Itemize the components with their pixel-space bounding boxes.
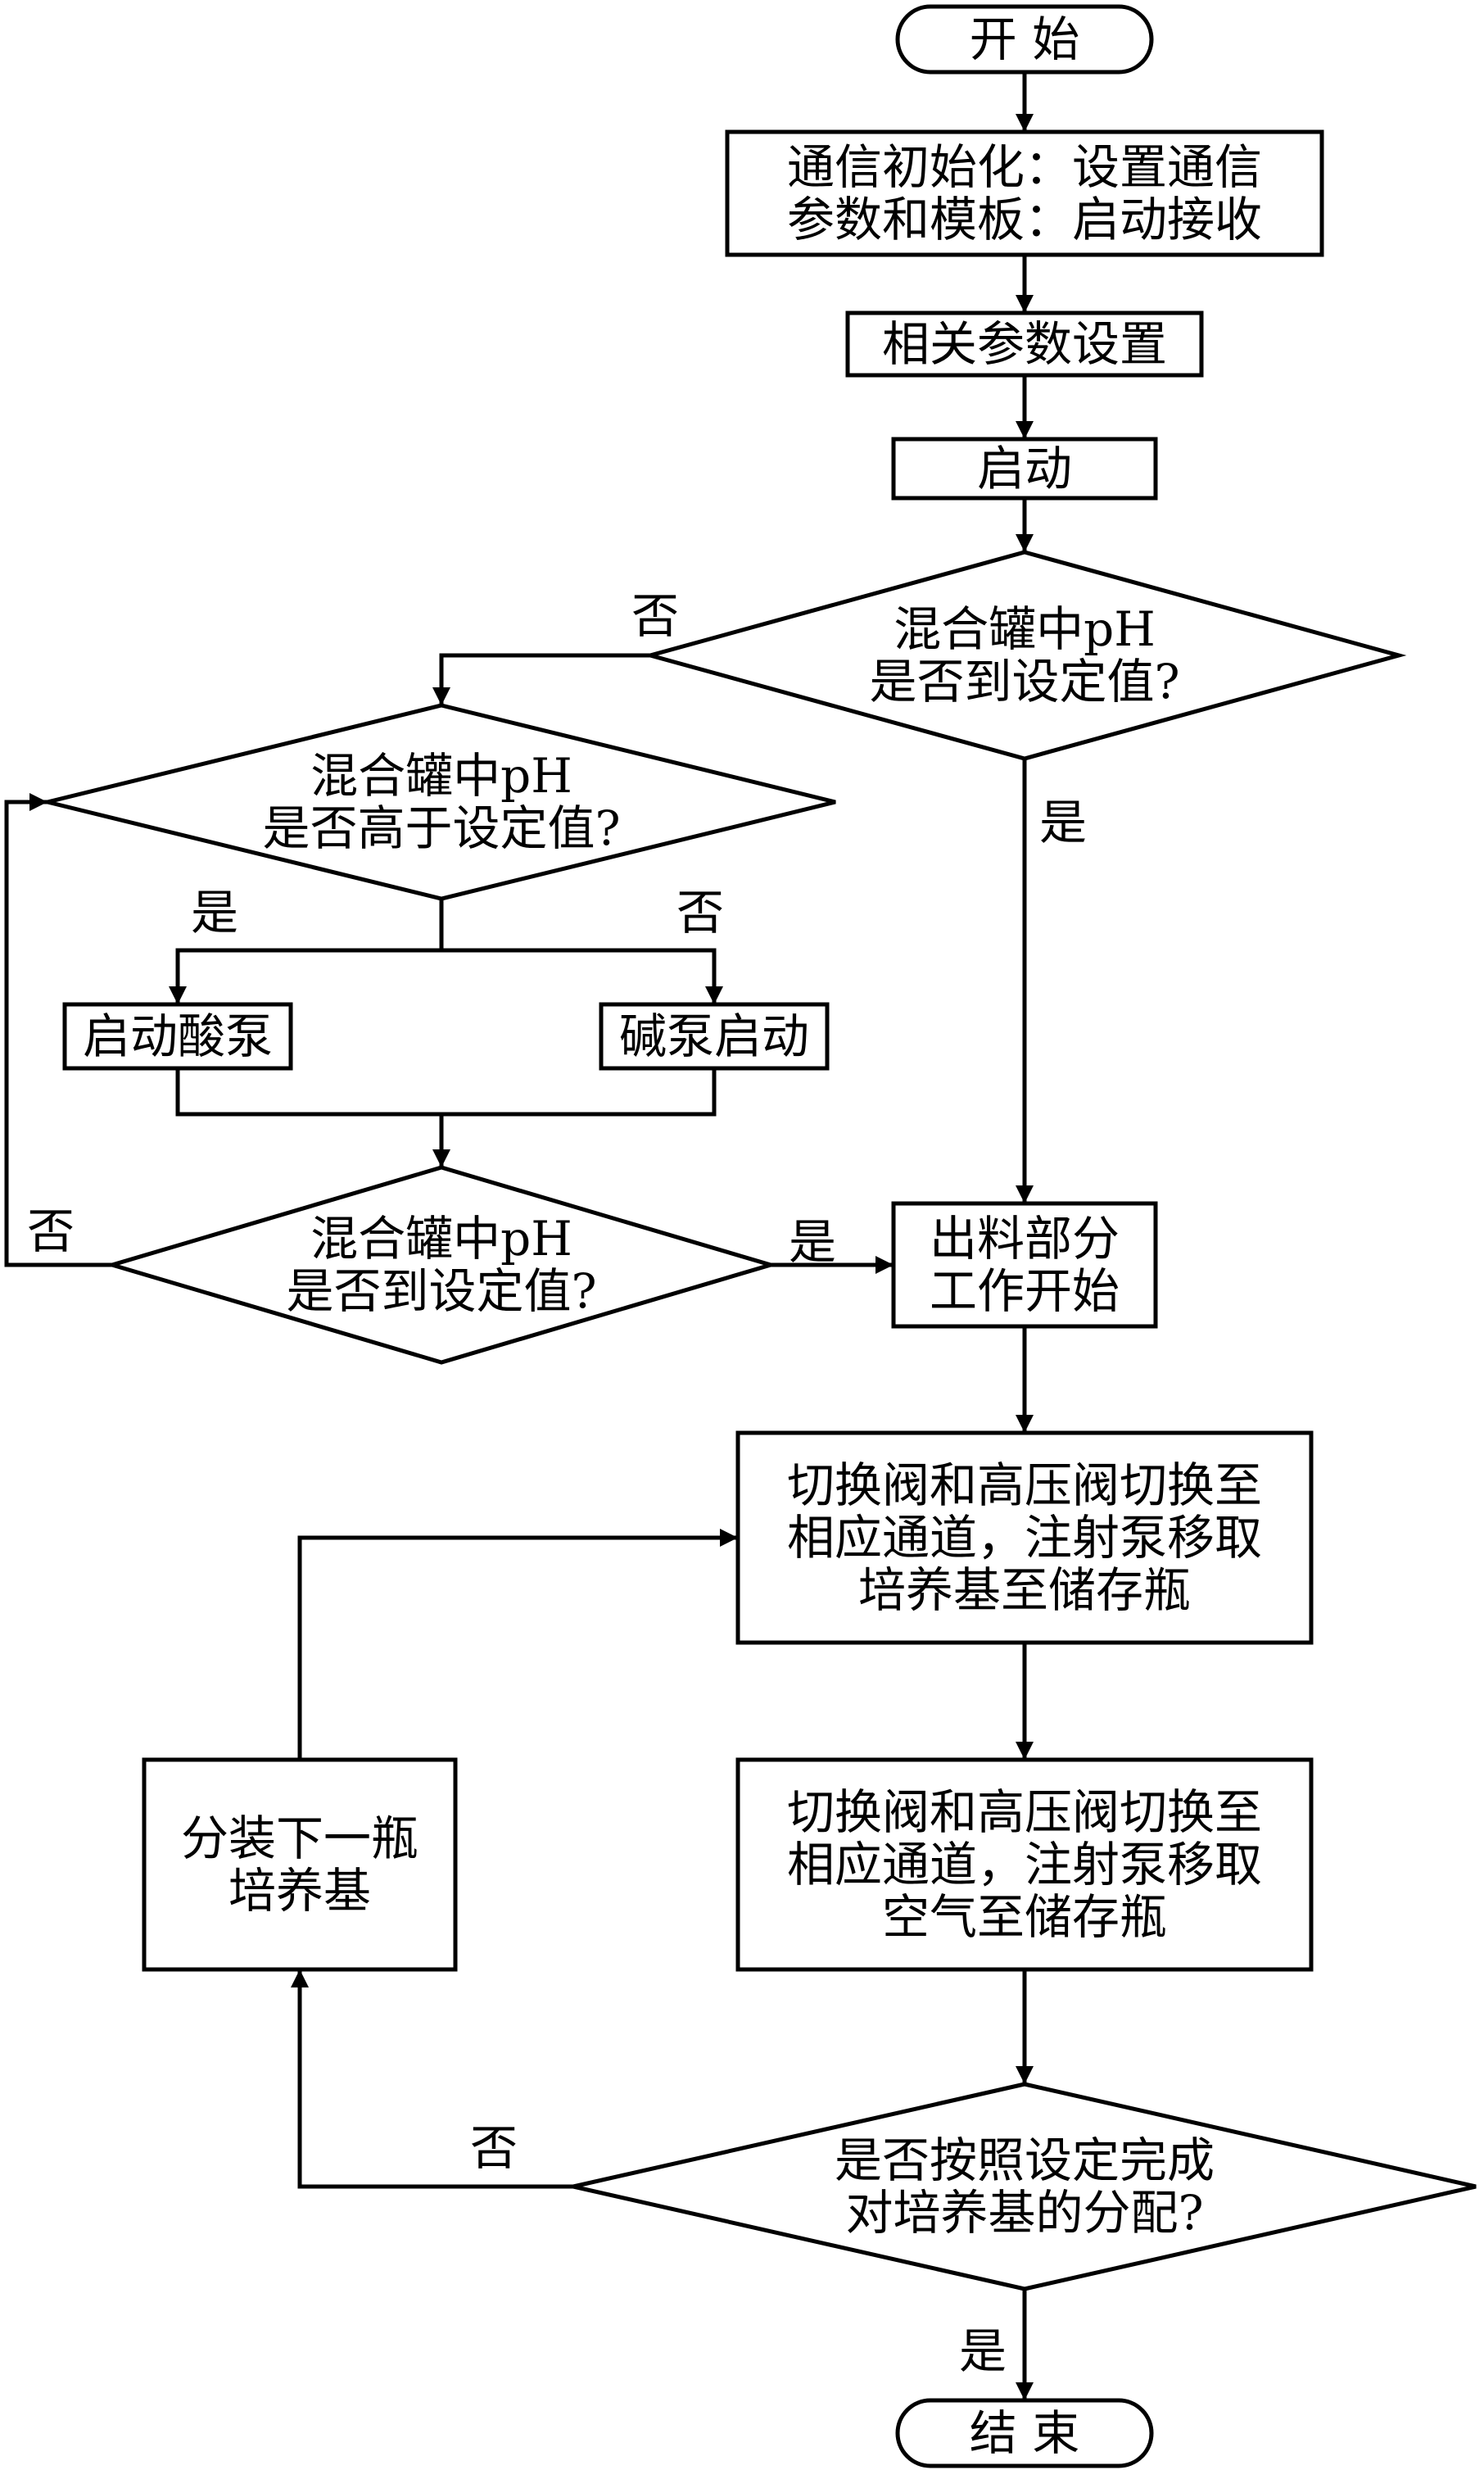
edge-check2-no-arrowhead [705,986,723,1004]
init-text: 通信初始化：设置通信 [787,139,1262,195]
step1-text: 相应通道，注射泵移取 [787,1510,1262,1566]
edge-next-step1 [297,1535,738,1760]
edge-check2-no [441,948,717,1004]
edge-check3-no [4,800,112,1267]
edge-step1-step2-arrowhead [1016,1742,1034,1760]
check2-text: 是否高于设定值? [262,800,620,856]
step1-text: 培养基至储存瓶 [858,1562,1191,1618]
edge-init-params-arrowhead [1016,295,1034,313]
acid-node [62,1002,293,1071]
edge-check2-yes-arrowhead [169,986,187,1004]
step2-text: 切换阀和高压阀切换至 [787,1784,1262,1840]
discharge-text: 工作开始 [930,1263,1120,1319]
next-text: 培养基 [228,1863,371,1919]
edge-step2-check4-arrowhead [1016,2066,1034,2084]
edge-check1-no-arrowhead [432,687,450,705]
check4-text: 对培养基的分配? [845,2185,1203,2241]
check1-node [642,550,1407,761]
edge-check3-yes-arrowhead [875,1256,894,1274]
edge-next-step1-arrowhead [720,1529,738,1547]
check4-text: 是否按照设定完成 [835,2132,1215,2188]
edge-check4-no-arrowhead [291,1969,309,1987]
end-node [895,2398,1154,2468]
edge-check1-yes-arrowhead [1016,1185,1034,1203]
params-text: 相关参数设置 [882,316,1167,372]
step1-text: 切换阀和高压阀切换至 [787,1457,1262,1513]
edge-label-c2-no: 否 [676,885,724,940]
check3-text: 混合罐中pH [310,1211,572,1267]
check1-text: 混合罐中pH [894,601,1156,657]
edge-label-c1-yes: 是 [1039,795,1087,850]
step2-text: 相应通道，注射泵移取 [787,1837,1262,1892]
params-node [845,310,1204,378]
check1-text: 是否到设定值? [869,654,1179,709]
edge-check1-no [439,653,650,705]
acid-text: 启动酸泵 [83,1008,273,1064]
edge-label-c4-no: 否 [470,2120,518,2176]
discharge-node [891,1201,1158,1329]
step1-node [735,1430,1314,1645]
check3-node [105,1165,778,1365]
edge-label-c3-no: 否 [27,1203,75,1259]
edge-check3-no-arrowhead [29,793,48,811]
discharge-text: 出料部分 [930,1211,1120,1267]
check4-node [572,2082,1477,2291]
base-text: 碱泵启动 [619,1008,809,1064]
edge-start-init-arrowhead [1016,114,1034,132]
next-node [142,1757,458,1972]
next-text: 分装下一瓶 [181,1811,419,1866]
edge-label-c4-yes: 是 [959,2323,1007,2379]
edge-check4-yes-arrowhead [1016,2382,1034,2400]
edge-label-c3-yes: 是 [789,1214,836,1270]
launch-text: 启动 [977,441,1072,496]
step2-node [735,1757,1314,1972]
start-text: 开 始 [970,11,1079,67]
edge-launch-check1-arrowhead [1016,534,1034,552]
start-node [895,4,1154,75]
edge-params-launch-arrowhead [1016,421,1034,439]
edge-acid-merge [175,1068,717,1117]
check2-text: 混合罐中pH [310,748,572,804]
check2-node [47,703,836,901]
edge-check2-yes [175,948,441,1004]
base-node [599,1002,830,1071]
end-text: 结 束 [970,2405,1079,2461]
edge-discharge-step1-arrowhead [1016,1415,1034,1433]
init-node [725,129,1324,257]
check3-text: 是否到设定值? [286,1263,596,1319]
edge-label-c2-yes: 是 [191,885,238,940]
launch-node [891,437,1158,501]
edge-merge-check3-arrowhead [432,1149,450,1167]
step2-text: 空气至储存瓶 [882,1889,1167,1945]
edge-label-c1-no: 否 [631,588,679,644]
edge-check4-no [297,1969,573,2189]
init-text: 参数和模板：启动接收 [787,192,1262,247]
